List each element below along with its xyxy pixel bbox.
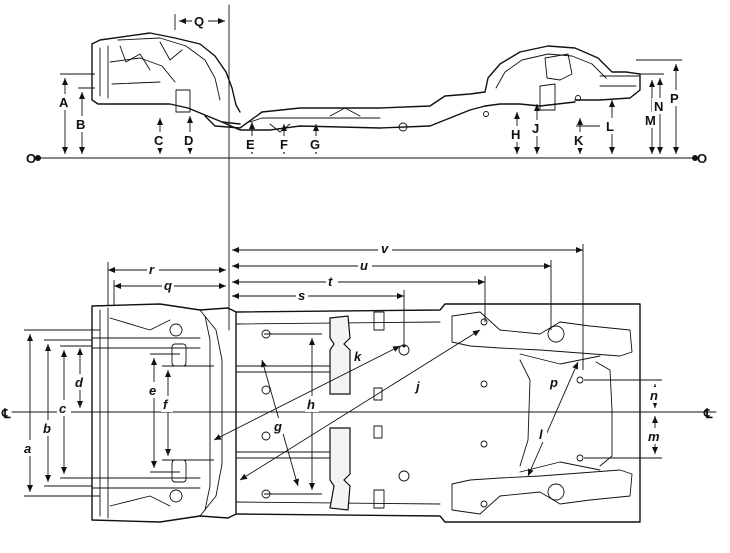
dim-label-L: L (606, 119, 614, 134)
centerline-label-right: ℄ (703, 406, 713, 421)
dim-label-q: q (164, 278, 172, 293)
dim-label-C: C (154, 133, 164, 148)
dim-label-n: n (650, 388, 658, 403)
dim-label-B: B (76, 117, 85, 132)
dim-label-E: E (246, 137, 255, 152)
side-dimensions: A B C D E F G (57, 59, 684, 154)
frame-side-profile (91, 32, 641, 133)
datum-point-right (692, 155, 698, 161)
right-dimensions: n m (584, 379, 664, 459)
dim-label-F: F (280, 137, 288, 152)
dim-label-t: t (328, 274, 333, 289)
top-dimensions: v u t s r q (107, 240, 584, 370)
centerline-label-left: ℄ (1, 406, 11, 421)
dim-label-b: b (43, 421, 51, 436)
dim-label-H: H (511, 127, 520, 142)
top-view: ℄ ℄ (1, 240, 717, 523)
dim-label-Q: Q (194, 14, 204, 29)
dim-label-P: P (670, 91, 679, 106)
dim-label-u: u (360, 258, 368, 273)
dim-label-r: r (149, 262, 155, 277)
dim-label-j: j (414, 379, 420, 394)
dim-label-s: s (298, 288, 305, 303)
dim-label-g: g (273, 419, 282, 434)
dim-label-d: d (75, 375, 84, 390)
datum-label-left: O (26, 151, 36, 166)
datum-point-left (35, 155, 41, 161)
dim-label-f: f (163, 397, 169, 412)
dim-label-h: h (307, 397, 315, 412)
dim-label-J: J (532, 121, 539, 136)
dim-label-e: e (149, 383, 156, 398)
dim-label-M: M (645, 113, 656, 128)
side-view: O O (26, 4, 707, 331)
dim-label-G: G (310, 137, 320, 152)
frame-top-outline (91, 303, 641, 523)
diagonal-dimensions: g k j l p (213, 329, 579, 487)
dim-label-k: k (354, 349, 362, 364)
dim-label-K: K (574, 133, 584, 148)
dim-label-c: c (59, 401, 67, 416)
dim-label-m: m (648, 429, 660, 444)
dim-label-N: N (654, 99, 663, 114)
datum-label-right: O (697, 151, 707, 166)
dim-label-p: p (549, 375, 558, 390)
dim-label-v: v (381, 241, 389, 256)
dim-label-a: a (24, 441, 31, 456)
dim-label-l: l (539, 427, 543, 442)
dim-label-A: A (59, 95, 69, 110)
dim-label-D: D (184, 133, 193, 148)
